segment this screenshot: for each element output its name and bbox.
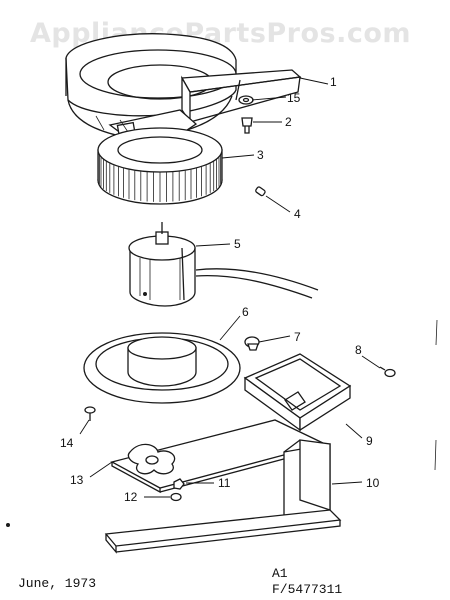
- scan-marks: [6, 319, 438, 527]
- washer-and-screw: [238, 95, 254, 134]
- callout-13: 13: [70, 473, 84, 487]
- tray: [243, 353, 352, 432]
- callout-6: 6: [242, 305, 249, 319]
- callout-10: 10: [366, 476, 380, 490]
- callout-12: 12: [124, 490, 138, 504]
- motor: [128, 222, 319, 307]
- leader-lines: [79, 77, 381, 498]
- blower-wheel: [97, 127, 223, 205]
- grommet: [244, 336, 260, 351]
- blower-housing: [65, 33, 302, 156]
- callout-1: 1: [330, 75, 337, 89]
- diagram-code-line2: F/5477311: [272, 582, 343, 597]
- callout-11: 11: [218, 476, 231, 490]
- screw-8: [379, 366, 396, 378]
- set-screw: [255, 186, 266, 197]
- diagram-code-line1: A1: [272, 566, 288, 581]
- callout-2: 2: [285, 115, 292, 129]
- callout-5: 5: [234, 237, 241, 251]
- callout-7: 7: [294, 330, 301, 344]
- diagram-date: June, 1973: [18, 576, 97, 591]
- base-plate: [110, 419, 327, 494]
- callout-3: 3: [257, 148, 264, 162]
- callout-14: 14: [60, 436, 74, 450]
- motor-mount-plate: [83, 332, 241, 404]
- callout-9: 9: [366, 434, 373, 448]
- callout-4: 4: [294, 207, 301, 221]
- callout-15: 15: [287, 91, 301, 105]
- channel-bracket: [104, 439, 342, 554]
- callout-8: 8: [355, 343, 362, 357]
- small-fasteners: [84, 406, 185, 502]
